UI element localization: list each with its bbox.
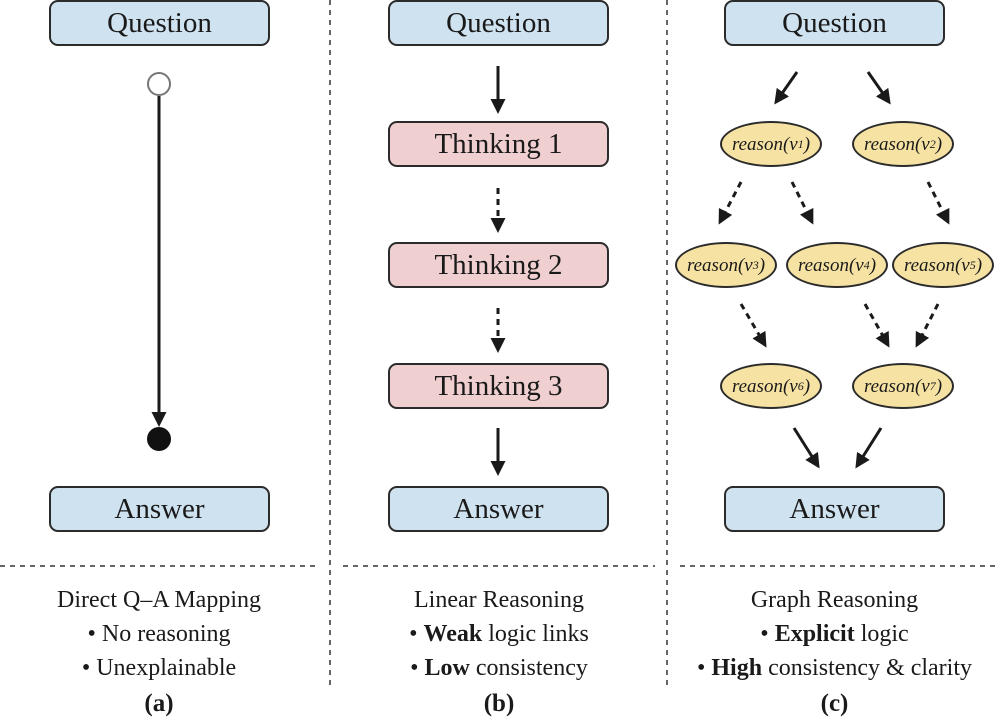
caption-bullet2-a: • Unexplainable	[81, 655, 237, 681]
panel-label-b: (b)	[483, 690, 515, 717]
arrow-question-to-v2	[866, 71, 891, 105]
caption-bullet1-b: • Weak logic links	[409, 621, 589, 647]
question-box-c: Question	[724, 0, 945, 46]
thinking-box-1: Thinking 1	[388, 121, 609, 167]
arrow-v5-to-v7	[915, 303, 940, 348]
end-node-icon	[147, 427, 171, 451]
arrow-question-to-v1	[774, 71, 799, 105]
caption-title-a: Direct Q–A Mapping	[57, 587, 261, 613]
caption-bullet1-c: • Explicit logic	[760, 621, 909, 647]
arrow-v1-to-v4	[790, 181, 814, 225]
question-box-b: Question	[388, 0, 609, 46]
arrow-v4-to-v7	[863, 303, 890, 348]
caption-b: Linear Reasoning • Weak logic links • Lo…	[343, 583, 655, 685]
start-node-icon	[147, 72, 171, 96]
arrow-v3-to-v6	[739, 303, 767, 348]
arrow-v7-to-answer	[855, 427, 883, 469]
caption-title-c: Graph Reasoning	[750, 587, 919, 613]
caption-a: Direct Q–A Mapping • No reasoning • Unex…	[0, 583, 318, 685]
caption-c: Graph Reasoning • Explicit logic • High …	[672, 583, 997, 685]
caption-title-b: Linear Reasoning	[414, 587, 584, 613]
caption-bullet2-b: • Low consistency	[410, 655, 588, 681]
thinking-box-3: Thinking 3	[388, 363, 609, 409]
caption-bullet1-a: • No reasoning	[87, 621, 231, 647]
panel-label-a: (a)	[144, 690, 174, 717]
arrow-v6-to-answer	[792, 427, 820, 469]
answer-box-b: Answer	[388, 486, 609, 532]
question-box-a: Question	[49, 0, 270, 46]
caption-bullet2-c: • High consistency & clarity	[696, 655, 973, 681]
answer-box-a: Answer	[49, 486, 270, 532]
answer-box-c: Answer	[724, 486, 945, 532]
panel-label-c: (c)	[820, 690, 849, 717]
arrow-v1-to-v3	[718, 181, 743, 225]
thinking-box-2: Thinking 2	[388, 242, 609, 288]
arrow-v2-to-v5	[926, 181, 950, 225]
